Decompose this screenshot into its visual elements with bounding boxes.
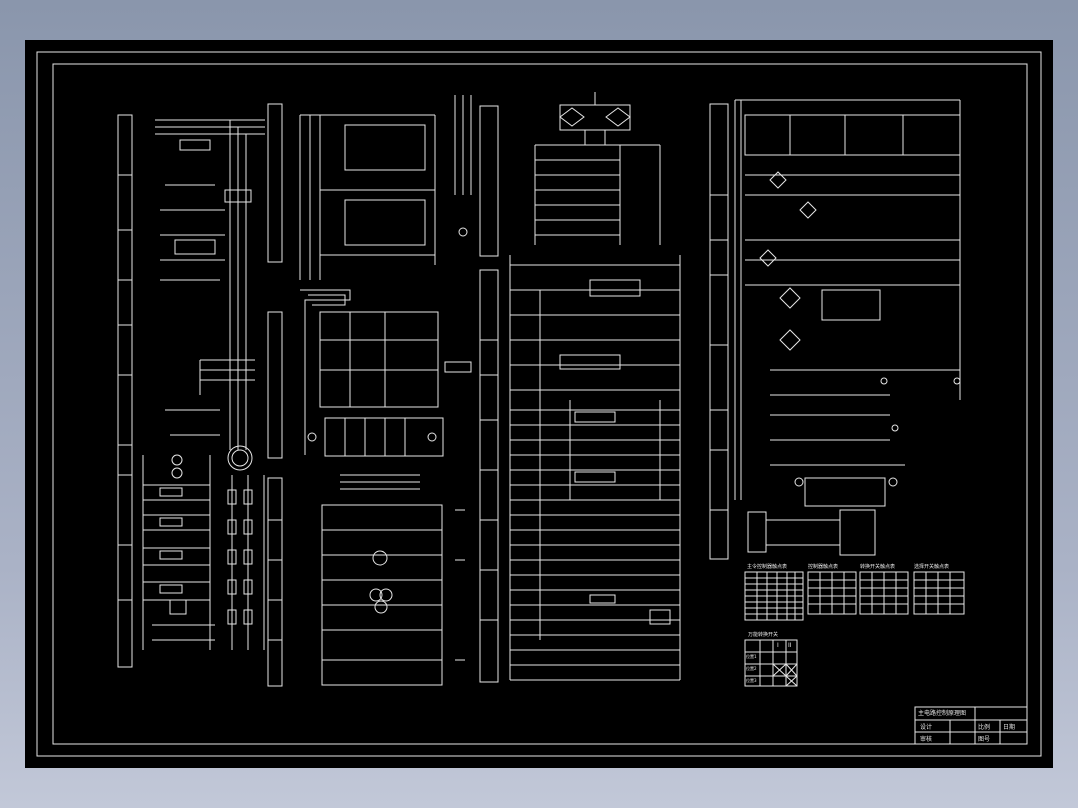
relay-ladder-left (142, 455, 215, 650)
title-block (914, 706, 1028, 745)
legend-table-2 (807, 571, 857, 615)
power-circuit-left (155, 119, 265, 479)
left-label-strip (117, 114, 133, 668)
inner-frame (52, 63, 1028, 745)
title-block-date: 日期 (1003, 724, 1016, 731)
legend-table-4-title: 选择开关触点表 (914, 564, 950, 570)
title-block-sheet: 图号 (978, 736, 991, 743)
control-block-upper (299, 95, 472, 280)
switch-table-row-2: 位置2 (746, 666, 757, 671)
label-strip-2 (267, 103, 283, 687)
control-block-middle (300, 289, 472, 457)
ladder-diagram-center (509, 255, 681, 681)
title-block-scale: 比例 (978, 724, 991, 731)
switch-table-col-1: I (777, 642, 779, 649)
switch-table (744, 639, 798, 687)
switch-table-title: 万能转换开关 (748, 632, 779, 638)
title-block-title: 主电路控制原理图 (918, 710, 967, 717)
legend-table-3 (859, 571, 909, 615)
outer-frame (36, 51, 1042, 757)
legend-table-2-title: 控制器触点表 (808, 564, 839, 570)
legend-table-4 (913, 571, 965, 615)
title-block-checker: 审核 (920, 736, 933, 743)
resistor-columns (227, 475, 265, 650)
control-block-lower (321, 474, 465, 686)
excitation-circuit-right (734, 99, 961, 500)
label-strip-right (709, 103, 729, 560)
switch-table-row-3: 位置3 (746, 678, 757, 683)
switch-table-col-2: II (788, 642, 792, 649)
label-strip-3 (479, 105, 499, 683)
output-circuit-right (747, 464, 905, 556)
legend-table-3-title: 转换开关触点表 (860, 564, 896, 570)
title-block-designer: 设计 (920, 724, 933, 731)
legend-table-1-title: 主令控制器触点表 (747, 564, 788, 570)
rectifier-bridge-top (534, 92, 661, 245)
legend-table-1 (744, 571, 804, 621)
switch-table-row-1: 位置1 (746, 654, 757, 659)
drawing-sheet (25, 40, 1053, 768)
